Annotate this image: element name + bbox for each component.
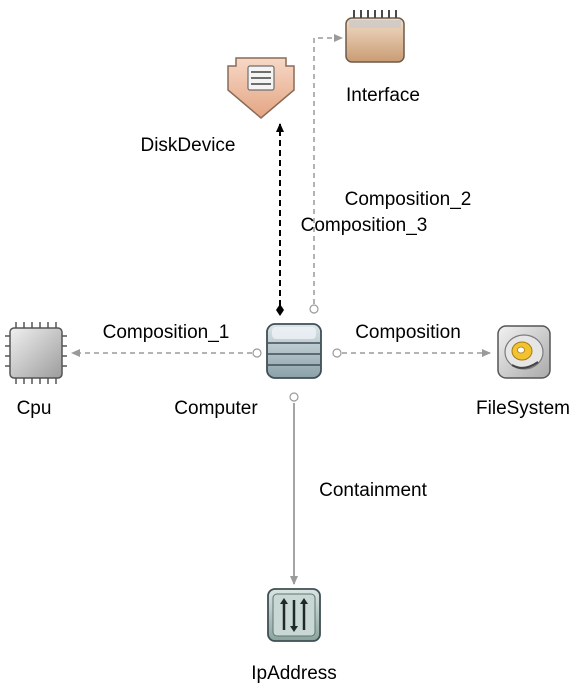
node-interface[interactable]: Interface	[345, 10, 420, 106]
node-label-interface: Interface	[346, 85, 420, 106]
node-disk-device[interactable]: DiskDevice	[140, 57, 295, 156]
node-label-file-system: FileSystem	[476, 398, 570, 419]
computer-icon	[266, 323, 322, 379]
edge-containment[interactable]	[289, 392, 299, 585]
ip-address-icon	[267, 588, 321, 642]
edge-label-composition-3: Composition_3	[301, 215, 428, 236]
edge-composition-3[interactable]	[276, 123, 284, 316]
cpu-icon	[5, 322, 67, 384]
interface-icon	[345, 10, 405, 63]
edge-composition-1[interactable]	[71, 348, 262, 358]
node-label-ip-address: IpAddress	[251, 663, 337, 684]
node-cpu[interactable]: Cpu	[5, 322, 67, 419]
edge-composition[interactable]	[332, 348, 491, 358]
edge-composition-2[interactable]	[309, 34, 343, 314]
node-label-disk-device: DiskDevice	[140, 135, 235, 156]
node-label-cpu: Cpu	[17, 398, 52, 419]
node-file-system[interactable]: FileSystem	[476, 325, 570, 419]
disk-device-icon	[227, 57, 295, 119]
node-computer[interactable]: Computer	[174, 323, 322, 419]
node-ip-address[interactable]: IpAddress	[251, 588, 337, 684]
edge-label-composition: Composition	[355, 322, 461, 343]
edge-label-composition-1: Composition_1	[103, 322, 230, 343]
node-label-computer: Computer	[174, 398, 258, 419]
file-system-icon	[497, 325, 551, 379]
edge-label-containment: Containment	[319, 480, 427, 501]
edge-label-composition-2: Composition_2	[345, 189, 472, 210]
